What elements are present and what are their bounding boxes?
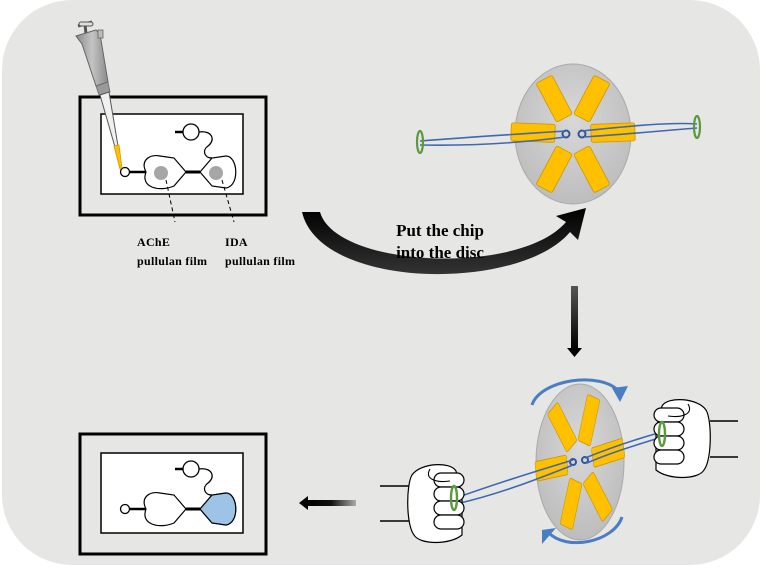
pipette-tip — [113, 144, 123, 170]
ache-label-line1: AChE — [137, 235, 170, 249]
handle-loop-left — [415, 129, 425, 155]
ida-label-line1: IDA — [225, 235, 248, 249]
step-label-line2: into the disc — [396, 243, 484, 262]
paper-chip-icon-result — [119, 459, 238, 528]
spinning-step — [380, 378, 738, 545]
colored-detection-zone — [199, 492, 237, 526]
pipette-icon — [75, 20, 123, 170]
left-arrow-icon — [299, 496, 356, 510]
ache-film-spot — [154, 166, 168, 180]
ache-label-line2: pullulan film — [137, 254, 207, 268]
step-label-line1: Put the chip — [396, 221, 484, 240]
rotation-arrow-icon-top — [530, 378, 628, 406]
ida-leader-line — [221, 179, 235, 223]
down-arrow-icon — [567, 286, 582, 357]
handle-loop-right — [692, 114, 702, 140]
hand-fist-icon-right — [653, 398, 738, 479]
chip-holder-frame-result — [78, 432, 268, 556]
string-left — [419, 130, 567, 146]
chip-step-1 — [78, 95, 268, 223]
chip-result — [78, 432, 268, 556]
process-arrow-icon — [302, 208, 586, 275]
rotation-arrow-icon-bottom — [542, 516, 624, 545]
whirligig-disc-icon — [415, 63, 702, 205]
ida-film-spot — [209, 166, 223, 180]
string-to-left-hand — [455, 459, 574, 505]
ache-leader-line — [165, 179, 176, 223]
hand-fist-icon-left — [380, 463, 465, 544]
ida-label-line2: pullulan film — [225, 254, 295, 268]
string-right — [581, 122, 698, 138]
